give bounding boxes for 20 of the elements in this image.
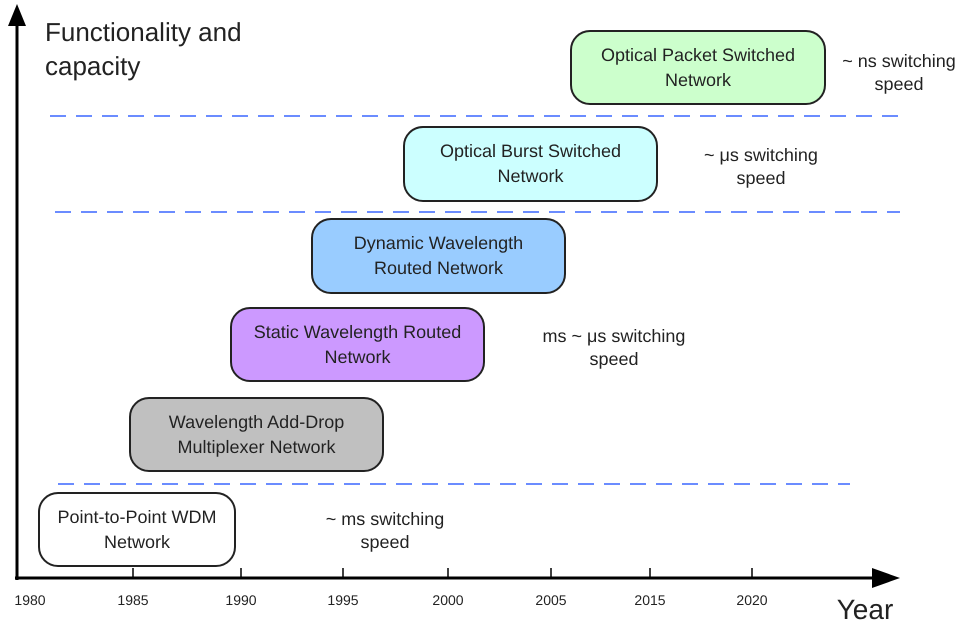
axis-title: Year [836,593,894,626]
tick-label: 2015 [633,591,667,610]
network-box: Optical Burst Switched Network [403,126,658,202]
axis-title: Functionality and capacity [45,16,243,83]
tick-label: 1985 [116,591,150,610]
network-box: Dynamic Wavelength Routed Network [311,218,566,294]
network-box: Wavelength Add-Drop Multiplexer Network [129,397,384,472]
speed-note: ~ ns switching speed [841,50,957,96]
tick-label: 1980 [13,591,47,610]
speed-note: ms ~ μs switching speed [542,325,686,372]
tick-label: 1990 [224,591,258,610]
tick-label: 2000 [431,591,465,610]
network-box: Optical Packet Switched Network [570,30,826,105]
speed-note: ~ μs switching speed [703,144,819,190]
tick-label: 2005 [534,591,568,610]
network-box: Point-to-Point WDM Network [38,492,236,567]
network-box: Static Wavelength Routed Network [230,307,485,382]
tick-label: 1995 [326,591,360,610]
speed-note: ~ ms switching speed [324,508,446,554]
tick-label: 2020 [735,591,769,610]
